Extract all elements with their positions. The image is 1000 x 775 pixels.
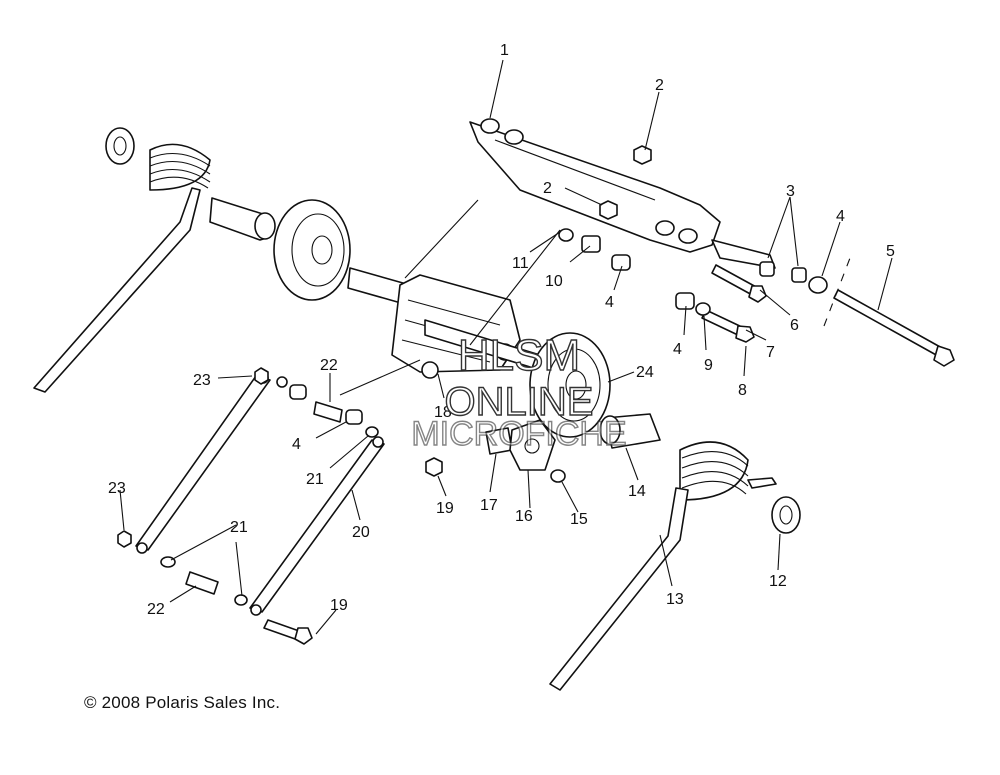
callout-5: 5 bbox=[886, 243, 895, 260]
part-2-nut-upper bbox=[633, 145, 652, 165]
part-2-nut-lower bbox=[599, 200, 618, 220]
part-14-spacer-tube bbox=[599, 413, 661, 449]
callout-4-mid: 4 bbox=[605, 294, 614, 311]
callout-18: 18 bbox=[434, 404, 452, 421]
part-1-arm bbox=[469, 118, 776, 269]
part-4-bushing-lower bbox=[675, 292, 695, 310]
callout-7: 7 bbox=[766, 344, 775, 361]
callout-10: 10 bbox=[545, 273, 563, 290]
part-19-bolt-lower bbox=[263, 619, 313, 645]
callout-6: 6 bbox=[790, 317, 799, 334]
leader-lines bbox=[119, 59, 893, 635]
callout-22-lower: 22 bbox=[147, 601, 165, 618]
copyright-notice: © 2008 Polaris Sales Inc. bbox=[84, 693, 281, 712]
part-13-torsion-spring bbox=[549, 441, 777, 691]
callout-4-right: 4 bbox=[836, 208, 845, 225]
callout-3: 3 bbox=[786, 183, 795, 200]
part-23-nut-lower bbox=[117, 530, 132, 548]
part-4-bushing-left bbox=[289, 384, 363, 425]
callout-8: 8 bbox=[738, 382, 747, 399]
callout-21-lower: 21 bbox=[230, 519, 248, 536]
callout-23-lower: 23 bbox=[108, 480, 126, 497]
left-torsion-spring bbox=[33, 127, 211, 393]
part-16-hub bbox=[509, 419, 556, 471]
left-spacer-tube bbox=[209, 197, 276, 241]
callout-17: 17 bbox=[480, 497, 498, 514]
watermark-line-1: HLSM bbox=[458, 331, 580, 380]
callout-24: 24 bbox=[636, 364, 654, 381]
callout-4-left: 4 bbox=[292, 436, 301, 453]
part-15-washer bbox=[550, 469, 566, 483]
part-19-nut-upper bbox=[425, 457, 443, 477]
callout-2-upper: 2 bbox=[655, 77, 664, 94]
callout-12: 12 bbox=[769, 573, 787, 590]
callout-labels: 1 2 2 3 4 5 11 10 4 6 4 9 7 8 22 23 24 1… bbox=[108, 42, 895, 618]
callout-22-upper: 22 bbox=[320, 357, 338, 374]
left-idler-wheel bbox=[273, 199, 351, 301]
part-23-nut-upper bbox=[254, 367, 269, 385]
part-12-washer bbox=[771, 496, 801, 534]
part-4-bushing-right bbox=[808, 276, 828, 294]
callout-19-upper: 19 bbox=[436, 500, 454, 517]
callout-9: 9 bbox=[704, 357, 713, 374]
part-11-washer bbox=[558, 228, 574, 242]
watermark-line-3: MICROFICHE bbox=[411, 415, 626, 453]
callout-15: 15 bbox=[570, 511, 588, 528]
callout-11: 11 bbox=[512, 255, 529, 272]
part-3-bushings bbox=[759, 261, 807, 283]
callout-21-upper: 21 bbox=[306, 471, 324, 488]
part-21-washers-upper bbox=[276, 376, 379, 438]
part-8-bolt bbox=[735, 325, 755, 343]
watermark-line-2: ONLINE bbox=[445, 380, 594, 424]
callout-2-lower: 2 bbox=[543, 180, 552, 197]
callout-4-lower: 4 bbox=[673, 341, 682, 358]
part-6-bolt bbox=[711, 264, 767, 303]
part-10-spacer bbox=[581, 235, 601, 253]
link-rod-left bbox=[135, 372, 271, 554]
callout-16: 16 bbox=[515, 508, 533, 525]
part-24-idler-wheel bbox=[529, 332, 611, 438]
callout-14: 14 bbox=[628, 483, 646, 500]
part-20-link-rod bbox=[249, 436, 385, 616]
callout-19-lower: 19 bbox=[330, 597, 348, 614]
callout-23-upper: 23 bbox=[193, 372, 211, 389]
part-22-spacer-upper bbox=[313, 401, 343, 423]
callout-13: 13 bbox=[666, 591, 684, 608]
part-9-washer bbox=[695, 302, 711, 316]
part-5-long-bolt bbox=[823, 257, 955, 367]
callout-20: 20 bbox=[352, 524, 370, 541]
callout-1: 1 bbox=[500, 42, 509, 59]
part-22-spacer-lower bbox=[185, 571, 219, 595]
watermark: HLSM ONLINE MICROFICHE bbox=[411, 330, 628, 453]
